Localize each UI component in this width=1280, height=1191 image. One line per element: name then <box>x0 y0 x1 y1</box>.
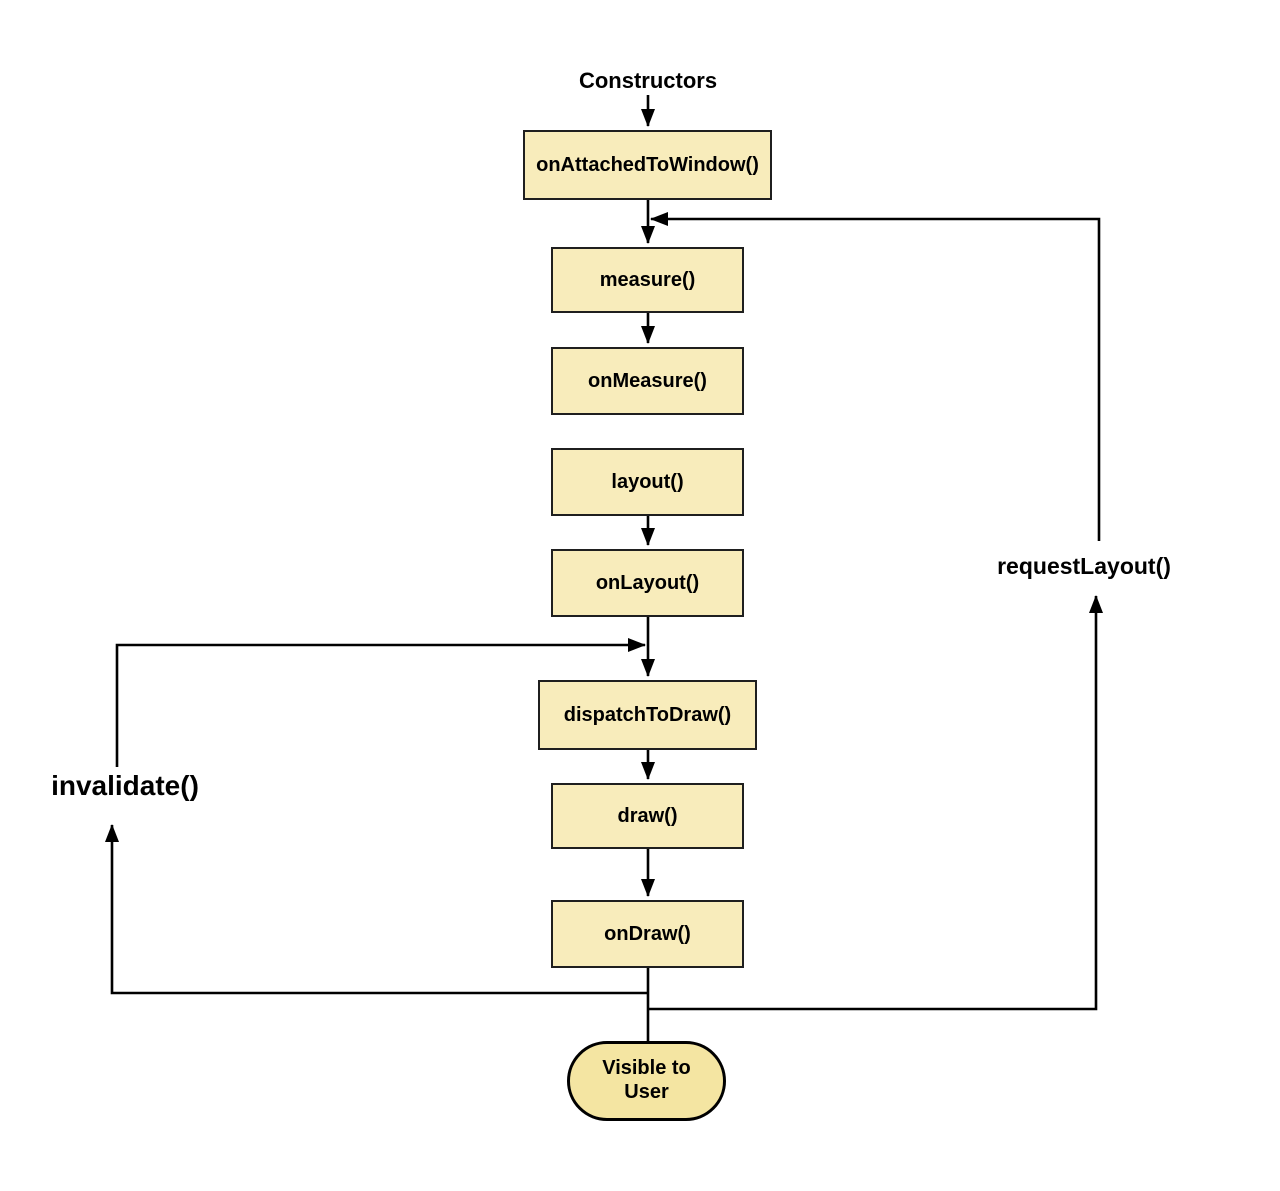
node-measure: measure() <box>551 247 744 313</box>
node-label: onMeasure() <box>588 369 707 392</box>
node-layout: layout() <box>551 448 744 516</box>
node-dispatchtodraw: dispatchToDraw() <box>538 680 757 750</box>
node-onattachedtowindow: onAttachedToWindow() <box>523 130 772 200</box>
node-label: draw() <box>617 804 678 827</box>
invalidate-label: invalidate() <box>51 770 199 801</box>
node-label: onAttachedToWindow() <box>536 153 759 176</box>
node-label: layout() <box>611 470 684 493</box>
node-label: onDraw() <box>604 922 691 945</box>
edge-ondraw-to-requestlayout <box>648 595 1103 1011</box>
edge-ondraw-to-invalidate <box>105 824 648 995</box>
requestlayout-label: requestLayout() <box>997 553 1171 579</box>
node-label: measure() <box>599 268 696 291</box>
node-draw: draw() <box>551 783 744 849</box>
edge-invalidate-return-to-dispatchtodraw <box>115 638 646 767</box>
node-label: Visible to User <box>602 1057 691 1103</box>
node-onlayout: onLayout() <box>551 549 744 617</box>
node-visible-to-user: Visible to User <box>567 1041 726 1121</box>
node-label: dispatchToDraw() <box>563 703 732 726</box>
node-ondraw: onDraw() <box>551 900 744 968</box>
edge-requestlayout-return-to-measure <box>650 212 1101 541</box>
node-label: onLayout() <box>595 571 700 594</box>
constructors-label: Constructors <box>578 68 718 93</box>
node-onmeasure: onMeasure() <box>551 347 744 415</box>
